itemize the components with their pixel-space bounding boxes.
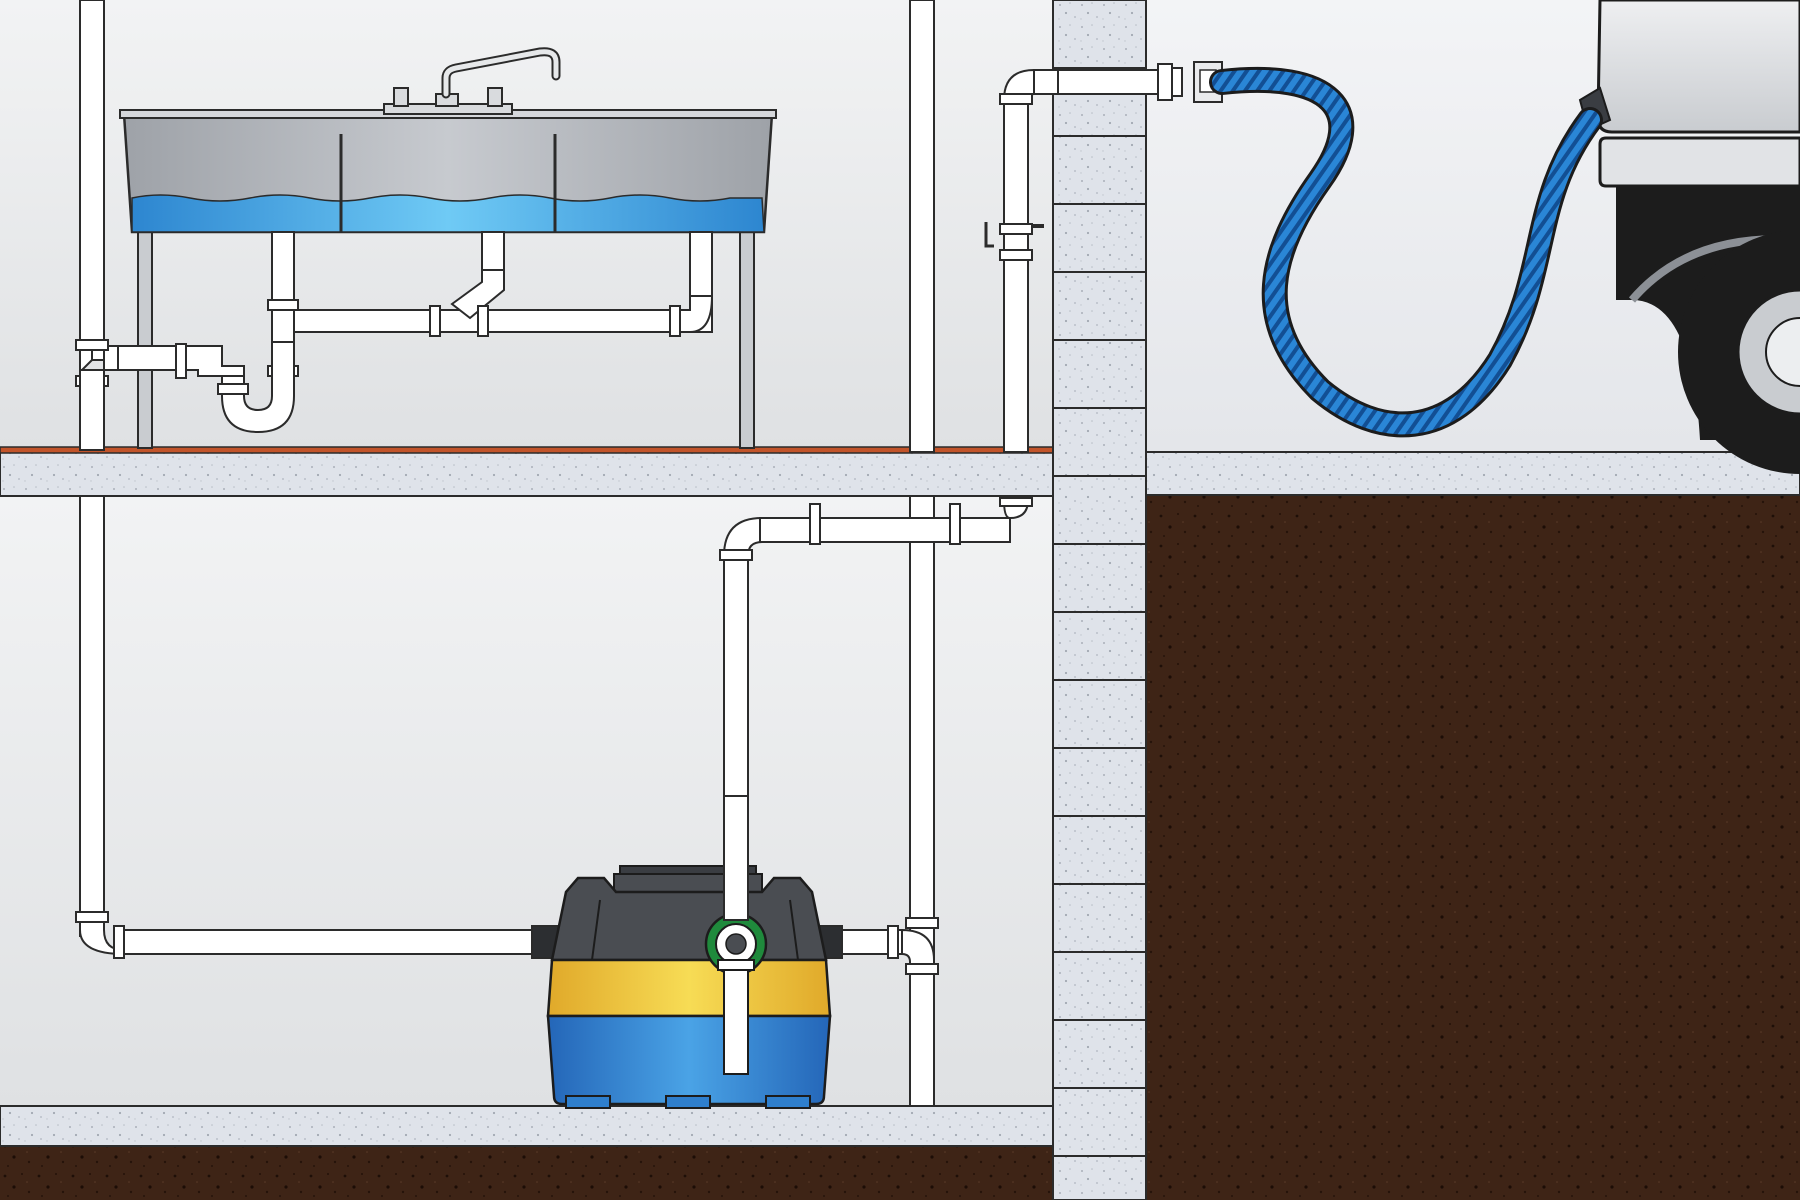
- pump-out-line: [719, 495, 1033, 797]
- subfloor-soil: [0, 1146, 1053, 1200]
- truck-wheel: [1678, 230, 1800, 474]
- exterior-wall: [1052, 0, 1147, 1200]
- pump-out-riser: [984, 68, 1059, 453]
- sink-faucet: [383, 47, 561, 115]
- lower-room-background: [0, 496, 1053, 1106]
- exterior-grade-slab: [1145, 451, 1800, 496]
- exterior-soil: [1146, 495, 1800, 1200]
- sink-water: [131, 194, 765, 233]
- sink-drain-piping: [75, 231, 714, 451]
- p-trap: [117, 341, 295, 434]
- pump-out-dropleg: [723, 795, 749, 921]
- upper-floor-slab: [0, 446, 1054, 497]
- three-compartment-sink: [119, 47, 777, 449]
- vacuum-hose: [1209, 66, 1603, 438]
- pump-truck: [1578, 0, 1800, 474]
- grease-interceptor-tank: [546, 865, 832, 1109]
- wall-pump-port: [1057, 61, 1223, 103]
- inlet-pipe: [75, 911, 559, 959]
- ground-floor-slab: [0, 1105, 1054, 1147]
